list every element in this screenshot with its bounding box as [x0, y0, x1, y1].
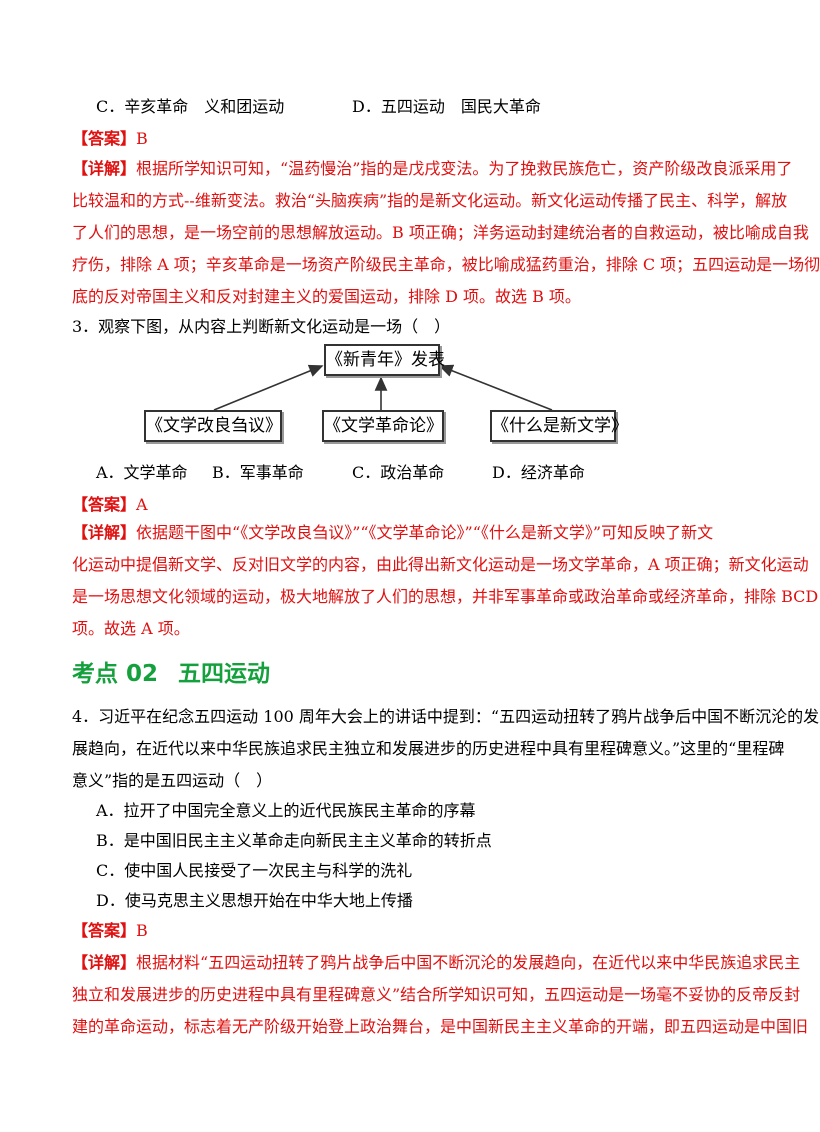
- q2-option-d: D．五四运动 国民大革命: [352, 97, 541, 116]
- document-page: C．辛亥革命 义和团运动 D．五四运动 国民大革命 【答案】B 【详解】根据所学…: [72, 97, 820, 1036]
- detail-label: 【详解】: [72, 159, 137, 178]
- section-heading: 考点 02 五四运动: [72, 654, 270, 688]
- answer-label: 【答案】: [72, 495, 137, 514]
- q3-answer: 【答案】A: [72, 494, 732, 516]
- diagram-arrows: [213, 364, 553, 411]
- arrow-right: [438, 364, 553, 411]
- arrow-left: [213, 364, 324, 411]
- q4-stem-line: 展趋向，在近代以来中华民族追求民主独立和发展进步的历史进程中具有里程碑意义。”这…: [72, 739, 785, 758]
- q3-option-d: D．经济革命: [492, 463, 585, 482]
- q4-detail-line: 【详解】根据材料“五四运动扭转了鸦片战争后中国不断沉沦的发展趋向，在近代以来中华…: [72, 953, 801, 972]
- answer-value: B: [136, 921, 148, 940]
- diagram-box-left: 《文学改良刍议》: [144, 410, 282, 442]
- section-title: 五四运动: [178, 661, 271, 687]
- q2-detail-line: 疗伤，排除 A 项；辛亥革命是一场资产阶级民主革命，被比喻成猛药重治，排除 C …: [72, 255, 820, 274]
- q2-answer: 【答案】B: [72, 128, 732, 150]
- diagram-box-new-youth: 《新青年》发表: [324, 344, 445, 376]
- q3-option-c: C．政治革命: [352, 463, 445, 482]
- answer-value: A: [136, 495, 148, 514]
- detail-label: 【详解】: [72, 953, 137, 972]
- q4-detail-line: 独立和发展进步的历史进程中具有里程碑意义”结合所学知识可知，五四运动是一场毫不妥…: [72, 985, 801, 1004]
- q2-detail-line: 了人们的思想，是一场空前的思想解放运动。B 项正确；洋务运动封建统治者的自救运动…: [72, 223, 809, 242]
- diagram-box-right: 《什么是新文学》: [490, 410, 628, 442]
- detail-label: 【详解】: [72, 523, 137, 542]
- q2-detail-line: 【详解】根据所学知识可知，“温药慢治”指的是戊戌变法。为了挽救民族危亡，资产阶级…: [72, 159, 793, 178]
- q4-detail-line: 建的革命运动，标志着无产阶级开始登上政治舞台，是中国新民主主义革命的开端，即五四…: [72, 1017, 809, 1036]
- answer-value: B: [136, 129, 148, 148]
- q2-detail-line: 比较温和的方式--维新变法。救治“头脑疾病”指的是新文化运动。新文化运动传播了民…: [72, 191, 788, 210]
- diagram-box-middle: 《文学革命论》: [322, 410, 444, 442]
- q4-option-a: A．拉开了中国完全意义上的近代民族民主革命的序幕: [96, 801, 476, 820]
- q3-detail-line: 项。故选 A 项。: [72, 619, 190, 638]
- q4-option-b: B．是中国旧民主主义革命走向新民主主义革命的转折点: [96, 831, 492, 850]
- q2-option-c: C．辛亥革命 义和团运动: [96, 97, 285, 116]
- q4-stem-line: 4．习近平在纪念五四运动 100 周年大会上的讲话中提到：“五四运动扭转了鸦片战…: [72, 707, 820, 726]
- q3-diagram: 《新青年》发表 《文学改良刍议》 《文学革命论》 《什么是新文学》: [144, 340, 628, 445]
- q3-detail-line: 是一场思想文化领域的运动，极大地解放了人们的思想，并非军事革命或政治革命或经济革…: [72, 587, 819, 606]
- q4-stem-line: 意义”指的是五四运动（ ）: [72, 771, 273, 790]
- q4-answer: 【答案】B: [72, 920, 732, 942]
- q2-detail-line: 底的反对帝国主义和反对封建主义的爱国运动，排除 D 项。故选 B 项。: [72, 287, 581, 306]
- section-number: 02: [126, 661, 159, 687]
- answer-label: 【答案】: [72, 129, 137, 148]
- q3-detail-line: 【详解】依据题干图中“《文学改良刍议》”“《文学革命论》”“《什么是新文学》”可…: [72, 523, 714, 542]
- section-label: 考点: [72, 661, 118, 687]
- q3-option-a: A．文学革命: [96, 463, 188, 482]
- q3-detail-line: 化运动中提倡新文学、反对旧文学的内容，由此得出新文化运动是一场文学革命，A 项正…: [72, 555, 809, 574]
- q4-option-c: C．使中国人民接受了一次民主与科学的洗礼: [96, 861, 413, 880]
- q3-option-b: B．军事革命: [212, 463, 304, 482]
- q4-option-d: D．使马克思主义思想开始在中华大地上传播: [96, 891, 413, 910]
- q3-stem: 3．观察下图，从内容上判断新文化运动是一场（ ）: [72, 317, 451, 336]
- answer-label: 【答案】: [72, 921, 137, 940]
